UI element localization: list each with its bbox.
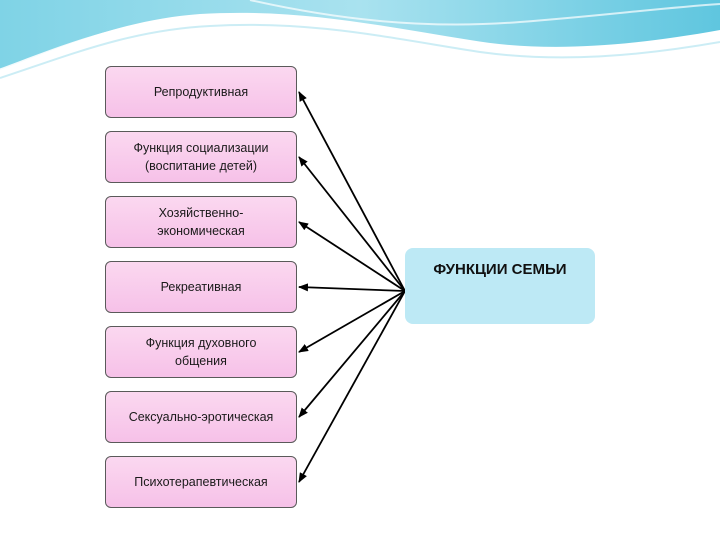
- function-node-label: Рекреативная: [160, 280, 242, 294]
- arrow-to-function-3: [298, 221, 406, 292]
- function-node: Функция социализации (воспитание детей): [105, 131, 297, 183]
- function-node-label: Хозяйственно- экономическая: [157, 206, 245, 238]
- function-node: Репродуктивная: [105, 66, 297, 118]
- function-node-label: Функция социализации (воспитание детей): [133, 141, 269, 173]
- function-node: Психотерапевтическая: [105, 456, 297, 508]
- decorative-wave-header: [0, 0, 720, 79]
- arrow-to-function-2: [298, 156, 406, 292]
- function-node-label: Функция духовного общения: [145, 336, 257, 368]
- function-node: Функция духовного общения: [105, 326, 297, 378]
- family-functions-center-node: ФУНКЦИИ СЕМЬИ: [405, 248, 595, 324]
- arrow-to-function-7: [298, 290, 406, 483]
- function-node: Рекреативная: [105, 261, 297, 313]
- function-node-label: Психотерапевтическая: [134, 475, 268, 489]
- function-node: Хозяйственно- экономическая: [105, 196, 297, 248]
- function-node-label: Репродуктивная: [153, 85, 249, 99]
- arrow-to-function-1: [298, 91, 406, 292]
- function-node-label: Сексуально-эротическая: [128, 410, 274, 424]
- arrow-to-function-4: [298, 283, 406, 292]
- arrow-to-function-5: [298, 290, 406, 353]
- center-node-label: ФУНКЦИИ СЕМЬИ: [433, 261, 567, 278]
- function-node: Сексуально-эротическая: [105, 391, 297, 443]
- arrow-to-function-6: [298, 290, 406, 418]
